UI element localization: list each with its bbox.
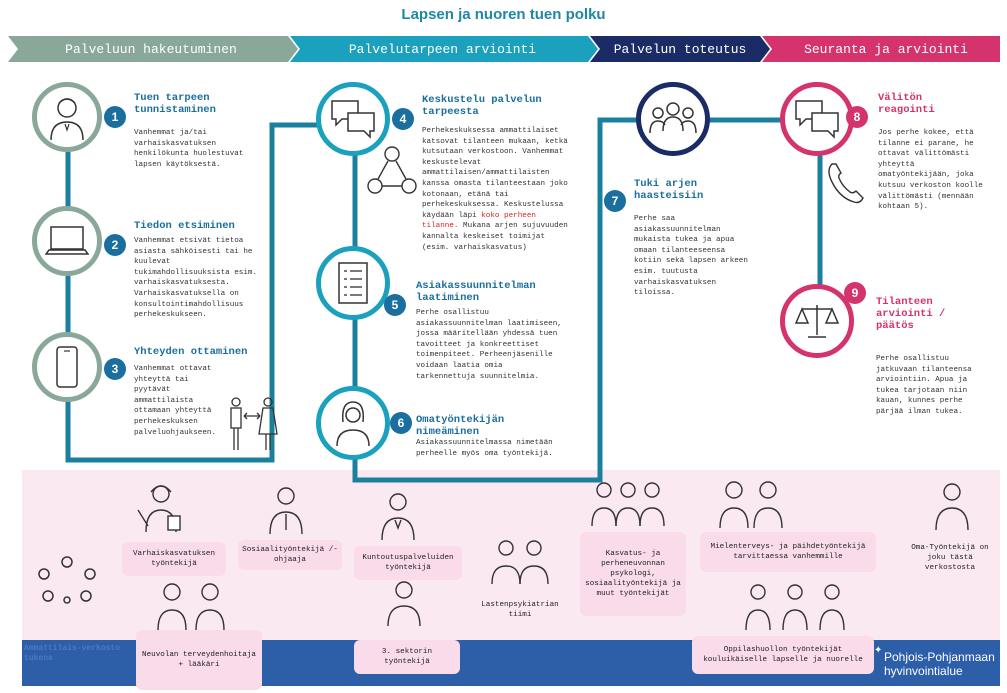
phase-label-3: Palvelun toteutus [613, 41, 747, 57]
step7-title: Tuki arjen haasteisiin [634, 178, 704, 202]
mental-health-workers-icon [712, 478, 792, 532]
step4-body-b: Mukana arjen sujuvuuden kannalta keskeis… [422, 222, 568, 252]
step1-circle [32, 82, 102, 152]
step6-body: Asiakassuunnitelmassa nimetään perheelle… [416, 439, 553, 458]
school-welfare-icon [740, 580, 850, 634]
step2-title: Tiedon etsiminen [134, 220, 235, 232]
step7-circle [636, 82, 710, 156]
network-mielenterveys: Mielenterveys- ja päihdetyöntekijä tarvi… [700, 532, 876, 572]
phase-chevron-1 [8, 36, 298, 62]
step3-title: Yhteyden ottaminen [134, 346, 248, 358]
step2-number: 2 [104, 234, 126, 256]
group-icon [649, 102, 697, 134]
laptop-icon [45, 226, 89, 255]
step5-number: 5 [384, 294, 406, 316]
logo-line-1: Pohjois-Pohjanmaan [884, 650, 995, 664]
step6-circle [316, 386, 390, 460]
step4-body-a: Perhekeskuksessa ammattilaiset katsovat … [422, 127, 568, 220]
woman-icon [336, 401, 370, 446]
phase-label-1: Palveluun hakeutuminen [65, 41, 237, 57]
checklist-icon [338, 262, 368, 304]
step4-circle [316, 82, 390, 156]
network-varhaiskasvatus: Varhaiskasvatuksen työntekijä [122, 542, 226, 576]
step1-title: Tuen tarpeen tunnistaminen [134, 92, 216, 116]
step9-title: Tilanteen arviointi / päätös [876, 296, 946, 332]
step6-number: 6 [390, 412, 412, 434]
step3-body: Vanhemmat ottavat yhteyttä tai pyytävät … [134, 365, 217, 437]
step4-number: 4 [392, 108, 414, 130]
person-icon [50, 98, 84, 140]
network-3-sektori: 3. sektorin työntekijä [354, 640, 460, 674]
step9-body: Perhe osallistuu jatkuvaan tilanteensa a… [876, 355, 972, 416]
step1-body: Vanhemmat ja/tai varhaiskasvatuksen henk… [134, 129, 244, 169]
step6-title: Omatyöntekijän nimeäminen [416, 414, 505, 438]
step8-circle [780, 82, 854, 156]
neuvola-staff-icon [150, 580, 234, 634]
phase-label-2: Palvelutarpeen arviointi [348, 41, 537, 57]
step3-circle [32, 332, 102, 402]
step9-number: 9 [844, 282, 866, 304]
step5-body: Perhe osallistuu asiakassuunnitelman laa… [416, 309, 562, 381]
step2-body: Vanhemmat etsivät tietoa asiasta sähköis… [134, 237, 258, 320]
telephone-icon [828, 163, 864, 204]
step1-number: 1 [104, 106, 126, 128]
step7-body: Perhe saa asiakassuunnitelman mukaista t… [634, 215, 748, 298]
chat-icon [795, 100, 839, 139]
social-worker-icon [266, 484, 306, 538]
own-worker-icon [932, 480, 972, 532]
logo-line-2: hyvinvointialue [884, 664, 963, 678]
logo-star-icon: ✦ [874, 645, 883, 656]
step9-circle [780, 284, 854, 358]
phase-chevron-4 [762, 36, 1000, 62]
network-kasvatus-perheneuvonta: Kasvatus- ja perheneuvonnan psykologi, s… [580, 532, 686, 616]
step8-title: Välitön reagointi [878, 92, 935, 116]
step4-title: Keskustelu palvelun tarpeesta [422, 94, 542, 118]
step5-title: Asiakassuunnitelman laatiminen [416, 280, 536, 304]
network-kuntoutus: Kuntoutuspalveluiden työntekijä [354, 546, 462, 580]
phase-chevron-3 [590, 36, 770, 62]
step8-number: 8 [846, 106, 868, 128]
phase-label-4: Seuranta ja arviointi [804, 41, 968, 57]
step2-circle [32, 206, 102, 276]
psychiatry-team-icon [490, 536, 550, 586]
network-neuvola: Neuvolan terveydenhoitaja + lääkäri [136, 630, 262, 690]
phone-icon [56, 346, 78, 388]
step4-body: Perhekeskuksessa ammattilaiset katsovat … [422, 126, 570, 253]
network-label: Ammattilais-verkosto tukena [24, 644, 121, 663]
network-ring-icon [38, 556, 96, 604]
family-counsellors-icon [588, 478, 668, 530]
phase-banner [8, 36, 1000, 62]
step7-number: 7 [604, 190, 626, 212]
network-oma-tyontekija: Oma-Työntekijä on joku tästä verkostosta [911, 544, 989, 572]
phase-chevron-2 [290, 36, 598, 62]
network-sosiaalityontekija: Sosiaalityöntekijä /-ohjaaja [238, 540, 342, 570]
network-oppilashuolto: Oppilashuollon työntekijät kouluikäisell… [692, 636, 874, 674]
page-title: Lapsen ja nuoren tuen polku [401, 6, 606, 23]
step3-number: 3 [104, 358, 126, 380]
scales-icon [794, 305, 840, 338]
teacher-icon [134, 480, 188, 538]
step5-circle [316, 246, 390, 320]
people-network-icon [367, 146, 417, 194]
parents-icon [230, 397, 278, 450]
step4-body-highlight: koko perheen tilanne. [422, 211, 536, 231]
step8-body: Jos perhe kokee, että tilanne ei parane,… [878, 129, 983, 212]
chat-icon [331, 100, 375, 139]
organization-logo: ✦ Pohjois-Pohjanmaan hyvinvointialue [874, 645, 995, 678]
network-lastenpsykiatria: Lastenpsykiatrian tiimi [481, 601, 559, 619]
rehab-worker-icon [378, 490, 418, 542]
third-sector-icon [384, 578, 424, 628]
